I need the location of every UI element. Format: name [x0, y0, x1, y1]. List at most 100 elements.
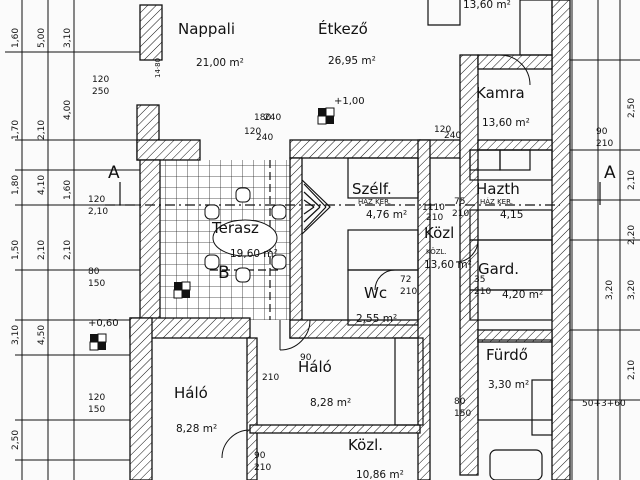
dim-left-12: 2,10	[63, 240, 73, 260]
dim-left-3: 3,10	[63, 28, 73, 48]
room-nappali-name: Nappali	[178, 20, 235, 38]
room-furdo-area: 3,30 m²	[488, 379, 529, 391]
opening-9-top: 80	[454, 397, 466, 407]
room-halo-mid-area: 8,28 m²	[310, 397, 351, 409]
room-szelf-name: Szélf.	[352, 180, 392, 198]
room-halo-left-name: Háló	[174, 384, 208, 402]
room-terasz-area: 19,60 m²	[230, 248, 278, 260]
dim-right-1: 2,50	[627, 98, 637, 118]
dim-left-2: 5,00	[37, 28, 47, 48]
dim-left-9: 1,60	[63, 180, 73, 200]
level-markers	[89, 107, 335, 351]
room-halo-left-area: 8,28 m²	[176, 423, 217, 435]
room-terasz-name: Terasz	[211, 219, 259, 237]
misc-dim-90: 90	[300, 353, 312, 363]
opening-annotations: 120 250 120 2,10 80 150 120 150 120 240 …	[88, 58, 613, 473]
opening-1-bot: 250	[92, 87, 109, 97]
opening-2-bot: 2,10	[88, 207, 108, 217]
dim-left-4: 1,70	[11, 120, 21, 140]
opening-11-top: 90	[596, 127, 608, 137]
dim-right-misc: 50+3+60	[582, 399, 626, 409]
room-nappali-area: 21,00 m²	[196, 57, 244, 69]
section-mark-b: B	[218, 263, 230, 283]
dim-left-5: 2,10	[37, 120, 47, 140]
opening-3-bot: 150	[88, 279, 105, 289]
opening-6-top: 1110	[422, 203, 445, 213]
section-mark-a-left: A	[108, 163, 120, 183]
room-wc-name: Wc	[364, 284, 387, 302]
dim-left-13: 3,10	[11, 325, 21, 345]
opening-11-bot: 210	[596, 139, 613, 149]
dim-right-5: 3,20	[627, 280, 637, 300]
room-szelf-area: 4,76 m²	[366, 209, 407, 221]
room-kozl-bot-area: 10,86 m²	[356, 469, 404, 480]
dim-right-3: 2,20	[627, 225, 637, 245]
misc-dim-1480: 14·80	[154, 58, 162, 78]
room-kamra-area: 13,60 m²	[482, 117, 530, 129]
dim-left-15: 2,50	[11, 430, 21, 450]
room-hazth-name: Hazth	[476, 180, 520, 198]
room-kamra-name: Kamra	[476, 84, 525, 102]
partitions	[347, 0, 553, 480]
room-halo-mid-name: Háló	[298, 358, 332, 376]
right-dimension-texts: 2,50 2,10 2,20 3,20 3,20 2,10 50+3+60	[582, 98, 637, 409]
room-gard-area: 4,20 m²	[502, 289, 543, 301]
opening-7-bot: 210	[452, 209, 469, 219]
opening-4-bot: 150	[88, 405, 105, 415]
room-wc-area: 2,55 m²	[356, 313, 397, 325]
room-kozl-sub: KÖZL.	[426, 247, 447, 256]
opening-5-bot: 240	[444, 131, 461, 141]
room-hazth-area: 4,15	[500, 209, 523, 221]
room-gard-name: Gard.	[478, 260, 519, 278]
opening-5-top: 120	[434, 125, 451, 135]
room-etkezo-area: 26,95 m²	[328, 55, 376, 67]
room-kozl-bot-name: Közl.	[348, 436, 383, 454]
opening-12-top: 120	[244, 127, 261, 137]
room-kozl-area: 13,60 m²	[424, 259, 472, 271]
dim-right-6: 2,10	[627, 360, 637, 380]
dim-left-10: 1,50	[11, 240, 21, 260]
dim-left-14: 4,50	[37, 325, 47, 345]
opening-9-bot: 150	[454, 409, 471, 419]
misc-dim-180: 180	[254, 113, 271, 123]
dim-left-8: 4,10	[37, 175, 47, 195]
level-plus-100: +1,00	[334, 96, 365, 107]
dim-right-2: 2,10	[627, 170, 637, 190]
opening-13-top: 72	[400, 275, 411, 285]
opening-4-top: 120	[88, 393, 105, 403]
room-szelf-sub: HÁZ KER.	[358, 197, 391, 206]
left-dimension-texts: 1,60 5,00 3,10 1,70 2,10 4,00 1,80 4,10 …	[11, 28, 73, 450]
door-swings	[221, 54, 531, 459]
misc-dim-210: 210	[262, 373, 279, 383]
room-hazth-sub: HÁZ KER.	[480, 197, 513, 206]
dim-left-1: 1,60	[11, 28, 21, 48]
opening-8-top: 35	[474, 275, 485, 285]
section-marks: A A B +1,00 +0,60	[88, 96, 616, 329]
opening-1-top: 120	[92, 75, 109, 85]
section-mark-a-right: A	[604, 163, 616, 183]
opening-13-bot: 210	[400, 287, 417, 297]
room-furdo-name: Fürdő	[486, 346, 528, 364]
opening-10-bot: 210	[254, 463, 271, 473]
room-labels: Nappali 21,00 m² Étkező 26,95 m² 13,60 m…	[174, 0, 543, 480]
level-plus-060: +0,60	[88, 318, 119, 329]
walls	[129, 0, 571, 480]
top-right-area: 13,60 m²	[463, 0, 511, 11]
dim-left-7: 1,80	[11, 175, 21, 195]
opening-3-top: 80	[88, 267, 100, 277]
dim-left-11: 2,10	[37, 240, 47, 260]
room-etkezo-name: Étkező	[318, 19, 368, 38]
opening-2-top: 120	[88, 195, 105, 205]
opening-7-top: 75	[454, 197, 465, 207]
dim-left-6: 4,00	[63, 100, 73, 120]
opening-10-top: 90	[254, 451, 266, 461]
misc-dim-240: 240	[264, 113, 281, 123]
terrace-furniture	[204, 187, 287, 283]
dim-right-4: 3,20	[605, 280, 615, 300]
opening-6-bot: 210	[426, 213, 443, 223]
opening-8-bot: 210	[474, 287, 491, 297]
left-dimension-lines	[5, 0, 140, 480]
opening-12-bot: 240	[256, 133, 273, 143]
room-kozl-name: Közl	[424, 224, 454, 242]
